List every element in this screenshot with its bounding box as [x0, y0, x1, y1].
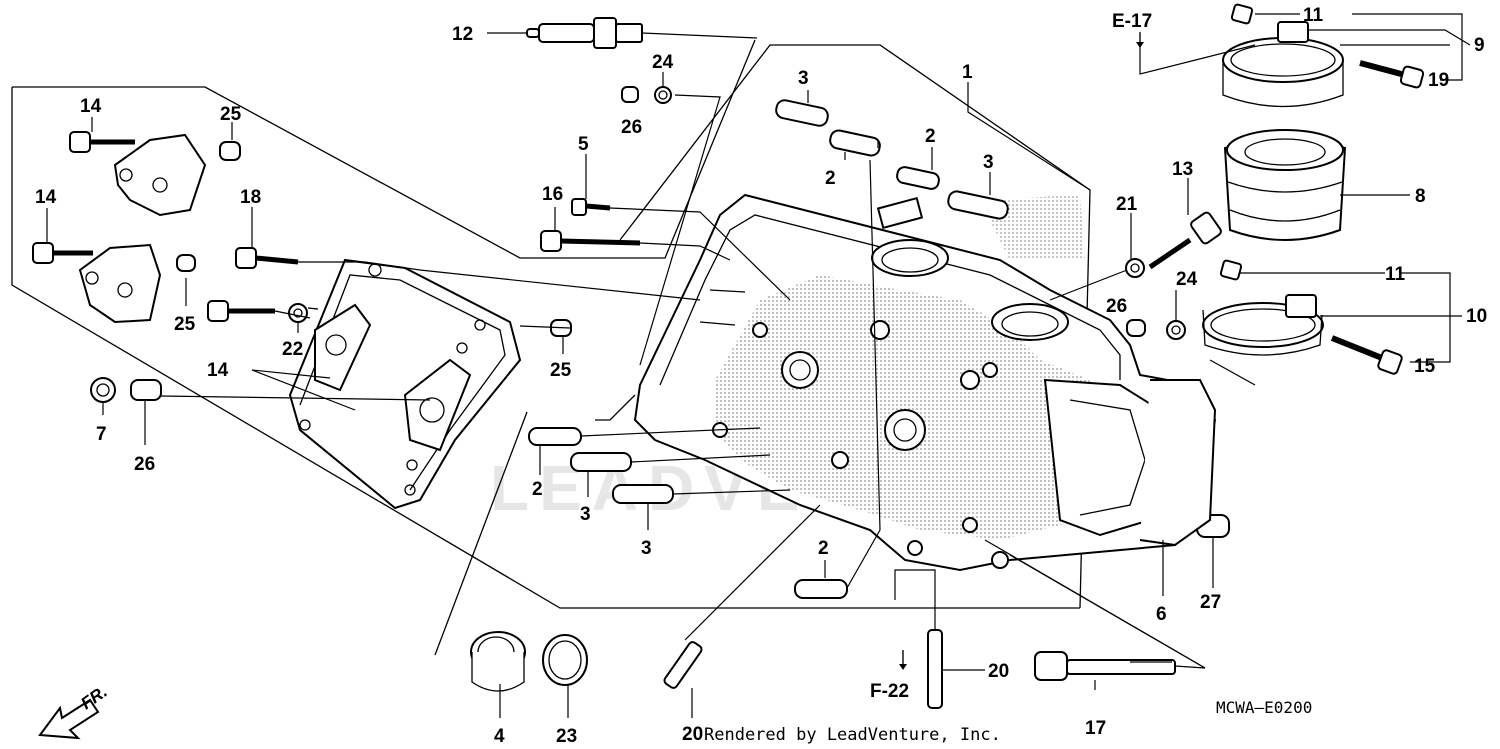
callout-14[interactable]: 14 — [80, 96, 102, 117]
callout-22[interactable]: 22 — [282, 339, 303, 360]
callout-2[interactable]: 2 — [818, 538, 829, 559]
diagram-code: MCWA–E0200 — [1216, 698, 1312, 717]
small-hardware[interactable] — [90, 3, 1254, 538]
seals[interactable] — [470, 631, 588, 692]
callout-19[interactable]: 19 — [1428, 70, 1449, 91]
callout-27[interactable]: 27 — [1200, 592, 1221, 613]
callout-3[interactable]: 3 — [580, 504, 591, 525]
callout-2[interactable]: 2 — [925, 126, 936, 147]
spark-plug[interactable] — [526, 17, 643, 49]
callout-labels: 12 24 26 1 3 2 2 3 5 16 14 25 14 18 25 2… — [35, 5, 1487, 747]
callout-4[interactable]: 4 — [494, 726, 505, 747]
callout-11[interactable]: 11 — [1385, 264, 1406, 285]
callout-15[interactable]: 15 — [1414, 356, 1436, 377]
callout-3[interactable]: 3 — [983, 152, 994, 173]
callout-13[interactable]: 13 — [1172, 159, 1193, 180]
valve-guides[interactable] — [528, 99, 1009, 599]
callout-11[interactable]: 11 — [1303, 5, 1324, 26]
callout-25[interactable]: 25 — [220, 104, 242, 125]
callout-9[interactable]: 9 — [1474, 35, 1485, 56]
leader-lines — [46, 13, 1471, 718]
callout-12[interactable]: 12 — [452, 24, 473, 45]
callout-8[interactable]: 8 — [1415, 186, 1426, 207]
callout-10[interactable]: 10 — [1466, 306, 1487, 327]
callout-20[interactable]: 20 — [988, 661, 1009, 682]
cylinder-head[interactable] — [633, 193, 1217, 572]
callout-18[interactable]: 18 — [240, 187, 261, 208]
callout-2[interactable]: 2 — [532, 479, 543, 500]
callout-26[interactable]: 26 — [1106, 296, 1127, 317]
bolts[interactable] — [32, 60, 1425, 709]
credit-text: Rendered by LeadVenture, Inc. — [704, 725, 1001, 745]
callout-14[interactable]: 14 — [207, 360, 229, 381]
callout-16[interactable]: 16 — [542, 184, 563, 205]
callout-26[interactable]: 26 — [621, 117, 642, 138]
callout-26[interactable]: 26 — [134, 454, 155, 475]
callout-5[interactable]: 5 — [578, 134, 589, 155]
callout-3[interactable]: 3 — [641, 538, 652, 559]
callout-23[interactable]: 23 — [556, 726, 577, 747]
reference-e17[interactable]: E-17 — [1112, 11, 1152, 32]
callout-24[interactable]: 24 — [652, 52, 674, 73]
callout-6[interactable]: 6 — [1156, 604, 1167, 625]
callout-20[interactable]: 20 — [682, 724, 703, 745]
callout-1[interactable]: 1 — [962, 62, 973, 83]
callout-3[interactable]: 3 — [798, 68, 809, 89]
callout-24[interactable]: 24 — [1176, 269, 1198, 290]
front-arrow: FR. — [38, 682, 111, 740]
cam-holders[interactable] — [78, 133, 207, 324]
reference-arrows — [899, 33, 1144, 670]
head-cover[interactable] — [288, 258, 522, 510]
intake-insulators[interactable] — [1139, 21, 1347, 547]
callout-2[interactable]: 2 — [825, 168, 836, 189]
callout-21[interactable]: 21 — [1116, 194, 1138, 215]
callout-25[interactable]: 25 — [550, 360, 572, 381]
callout-25[interactable]: 25 — [174, 314, 196, 335]
callout-17[interactable]: 17 — [1085, 718, 1106, 739]
reference-f22[interactable]: F-22 — [870, 681, 909, 702]
callout-7[interactable]: 7 — [96, 424, 107, 445]
reference-labels: E-17 F-22 — [870, 11, 1152, 702]
callout-14[interactable]: 14 — [35, 187, 57, 208]
